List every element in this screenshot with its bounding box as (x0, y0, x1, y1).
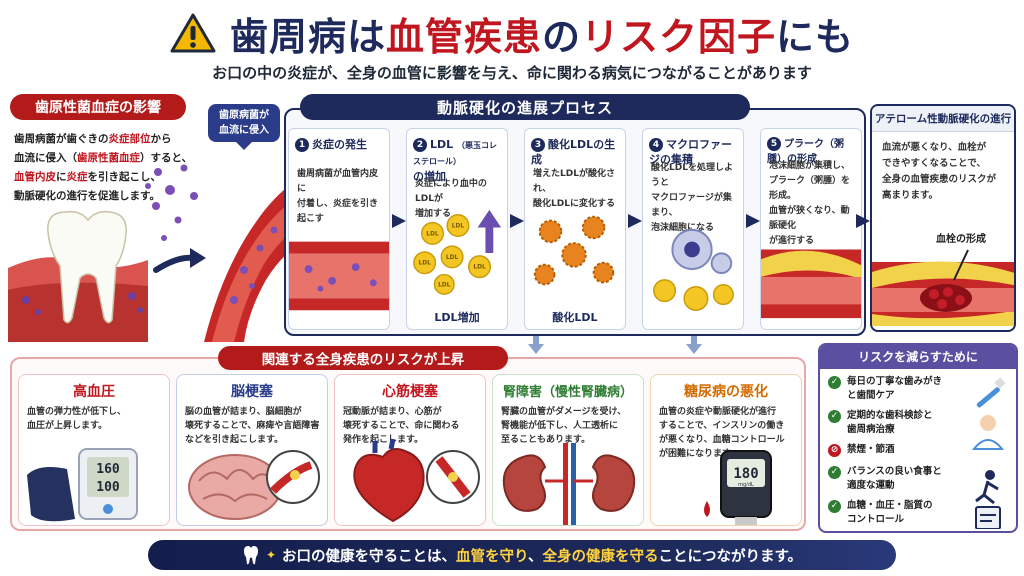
risk-item-brushing: ✓毎日の丁寧な歯みがきと歯間ケア (828, 375, 968, 403)
risk-reduction-panel: リスクを減らすために ✓毎日の丁寧な歯みがきと歯間ケア ✓定期的な歯科検診と歯周… (818, 343, 1018, 533)
thrombus-label: 血栓の形成 (936, 234, 986, 245)
inflamed-vessel-illustration (289, 241, 389, 311)
subtitle: お口の中の炎症が、全身の血管に影響を与え、命に関わる病気につながることがあります (212, 64, 812, 82)
svg-text:LDL: LDL (446, 255, 459, 261)
plaque-vessel-illustration (761, 249, 861, 319)
ldl-particles-illustration: LDL LDL LDL LDL LDL LDL (413, 209, 502, 295)
hypertension-text: 血管の弾力性が低下し、血圧が上昇します。 (27, 407, 127, 431)
heart-attack-text: 冠動脈が詰まり、心筋が壊死することで、命に関わる発作を起こします。 (343, 407, 460, 445)
check-icon: ✓ (828, 410, 841, 423)
risk-icons (971, 377, 1006, 529)
footer-message: お口の健康を守ることは、血管を守り、全身の健康を守ることにつながります。 (282, 548, 803, 565)
process-heading: 動脈硬化の進展プロセス (300, 94, 750, 120)
risk-item-no-smoking: ⊘禁煙・節酒 (828, 443, 968, 457)
stroke-title: 脳梗塞 (231, 384, 273, 400)
atherosclerosis-title: アテローム性動脈硬化の進行 (872, 106, 1014, 132)
oxidized-ldl-illustration (533, 215, 615, 286)
svg-text:180: 180 (733, 466, 758, 482)
kidney-text: 腎臓の血管がダメージを受け、腎機能が低下し、人工透析に至ることもあります。 (501, 407, 627, 445)
no-smoking-icon: ⊘ (828, 444, 841, 457)
atherosclerosis-panel: アテローム性動脈硬化の進行 血流が悪くなり、血栓ができやすくなることで、全身の血… (870, 104, 1016, 332)
svg-text:LDL: LDL (452, 223, 465, 229)
arrow-down-icon (528, 336, 544, 354)
page-title: 歯周病は血管疾患のリスク因子にも (0, 6, 1024, 60)
title-text: 歯周病は血管疾患のリスク因子にも (229, 14, 855, 59)
arrow-right-icon (392, 214, 406, 228)
warning-icon (170, 13, 216, 53)
runner-icon (975, 470, 999, 505)
svg-text:LDL: LDL (438, 282, 451, 288)
arrow-right-icon (628, 214, 642, 228)
step-3-text: 増えたLDLが酸化され、酸化LDLに変化する (533, 169, 615, 209)
glucose-meter-icon: 180 mg/dL (704, 450, 772, 525)
disease-card-kidney: 腎障害（慢性腎臓病） 腎臓の血管がダメージを受け、腎機能が低下し、人工透析に至る… (492, 374, 644, 526)
heart-icon (353, 438, 480, 523)
risk-item-diet: ✓バランスの良い食事と適度な運動 (828, 465, 968, 493)
dentist-icon (971, 415, 1005, 450)
arrow-right-icon (510, 214, 524, 228)
step-1-text: 歯周病菌が血管内皮に付着し、炎症を引き起こす (297, 169, 379, 224)
blood-pressure-monitor-icon: 160 100 (27, 448, 138, 522)
tooth-icon (47, 210, 127, 324)
macrophage-illustration (653, 228, 734, 312)
clipboard-icon (975, 506, 1001, 529)
bacteremia-heading: 歯原性菌血症の影響 (10, 94, 186, 120)
brain-icon (188, 450, 320, 520)
heart-attack-title: 心筋梗塞 (382, 384, 438, 400)
risk-item-checkup: ✓定期的な歯科検診と歯周病治療 (828, 409, 968, 437)
diseases-heading: 関連する全身疾患のリスクが上昇 (218, 346, 508, 370)
hypertension-title: 高血圧 (73, 384, 115, 400)
disease-card-diabetes: 糖尿病の悪化 血管の炎症や動脈硬化が進行することで、インスリンの働きが悪くなり、… (650, 374, 802, 526)
step-2-caption: LDL増加 (434, 311, 480, 324)
bacteria-entry-bubble: 歯原病菌が血流に侵入 (208, 104, 280, 150)
kidney-title: 腎障害（慢性腎臓病） (502, 385, 633, 400)
svg-text:mg/dL: mg/dL (738, 482, 754, 488)
check-icon: ✓ (828, 500, 841, 513)
risk-reduction-title: リスクを減らすために (820, 345, 1016, 369)
check-icon: ✓ (828, 466, 841, 479)
tooth-bloodstream-illustration (8, 164, 296, 342)
step-5-text: 泡沫細胞が集積し、プラーク（粥腫）を形成。血管が狭くなり、動脈硬化が進行する (769, 161, 851, 246)
diabetes-title: 糖尿病の悪化 (684, 384, 768, 400)
tooth-icon (243, 546, 258, 565)
diabetes-text: 血管の炎症や動脈硬化が進行することで、インスリンの働きが悪くなり、血糖コントロー… (659, 407, 785, 459)
atherosclerosis-text: 血流が悪くなり、血栓ができやすくなることで、全身の血管疾患のリスクが高まります。 (882, 142, 997, 201)
svg-text:100: 100 (96, 480, 120, 495)
disease-card-heart-attack: 心筋梗塞 冠動脈が詰まり、心筋が壊死することで、命に関わる発作を起こします。 (334, 374, 486, 526)
disease-card-hypertension: 高血圧 血管の弾力性が低下し、血圧が上昇します。 160 100 (18, 374, 170, 526)
arrow-down-icon (686, 336, 702, 354)
step-3-caption: 酸化LDL (552, 311, 598, 324)
check-icon: ✓ (828, 376, 841, 389)
bacteremia-description: 歯周病菌が歯ぐきの炎症部位から 血流に侵入（歯原性菌血症）すると、 血管内皮に炎… (14, 133, 193, 202)
sparkle-icon: ✦ (265, 548, 277, 562)
arrow-right-icon (746, 214, 760, 228)
arrow-right-icon (856, 214, 870, 228)
toothbrush-icon (976, 377, 1006, 408)
kidney-icon (502, 443, 636, 525)
footer-banner: ✦ お口の健康を守ることは、血管を守り、全身の健康を守ることにつながります。 (148, 540, 896, 570)
thrombus-vessel-illustration (872, 249, 1014, 326)
svg-text:LDL: LDL (426, 231, 439, 237)
svg-text:LDL: LDL (473, 265, 486, 271)
svg-text:160: 160 (96, 462, 120, 477)
risk-item-control: ✓血糖・血圧・脂質のコントロール (828, 499, 968, 527)
step-4-text: 酸化LDLを処理しようとマクロファージが集まり、泡沫細胞になる (651, 163, 733, 233)
svg-text:LDL: LDL (418, 261, 431, 267)
step-2-text: 炎症により血中のLDLが増加する (415, 179, 487, 219)
stroke-text: 脳の血管が詰まり、脳細胞が壊死することで、麻痺や言語障害などを引き起こします。 (185, 407, 320, 445)
disease-card-stroke: 脳梗塞 脳の血管が詰まり、脳細胞が壊死することで、麻痺や言語障害などを引き起こし… (176, 374, 328, 526)
